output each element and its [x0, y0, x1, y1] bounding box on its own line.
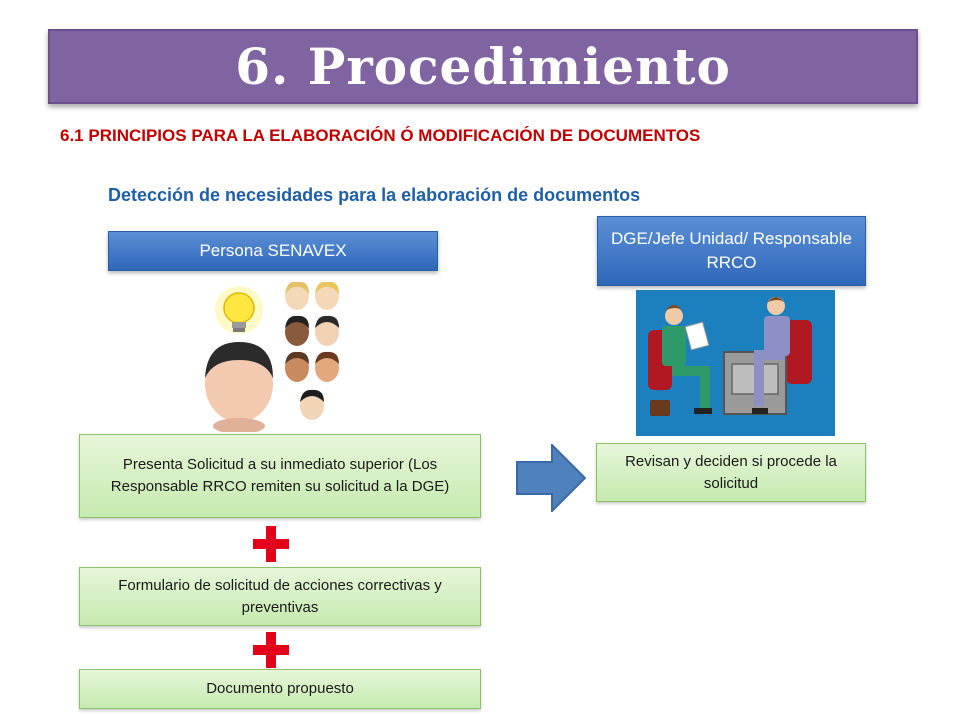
step-formulario-solicitud: Formulario de solicitud de acciones corr…: [79, 567, 481, 626]
page-title: 6. Procedimiento: [235, 37, 731, 96]
lightbulb-head-icon: [205, 282, 339, 432]
plus-icon: [253, 632, 289, 668]
step-documento-propuesto: Documento propuesto: [79, 669, 481, 709]
right-arrow-icon: [516, 444, 586, 512]
title-bar: 6. Procedimiento: [48, 29, 918, 104]
role-persona-senavex: Persona SENAVEX: [108, 231, 438, 271]
role-dge-jefe-unidad: DGE/Jefe Unidad/ Responsable RRCO: [597, 216, 866, 286]
meeting-illustration-icon: [636, 290, 835, 436]
step-presenta-solicitud: Presenta Solicitud a su inmediato superi…: [79, 434, 481, 518]
step-revisan-deciden: Revisan y deciden si procede la solicitu…: [596, 443, 866, 502]
section-heading: 6.1 PRINCIPIOS PARA LA ELABORACIÓN Ó MOD…: [60, 126, 701, 145]
plus-icon: [253, 526, 289, 562]
sub-heading: Detección de necesidades para la elabora…: [108, 185, 641, 205]
